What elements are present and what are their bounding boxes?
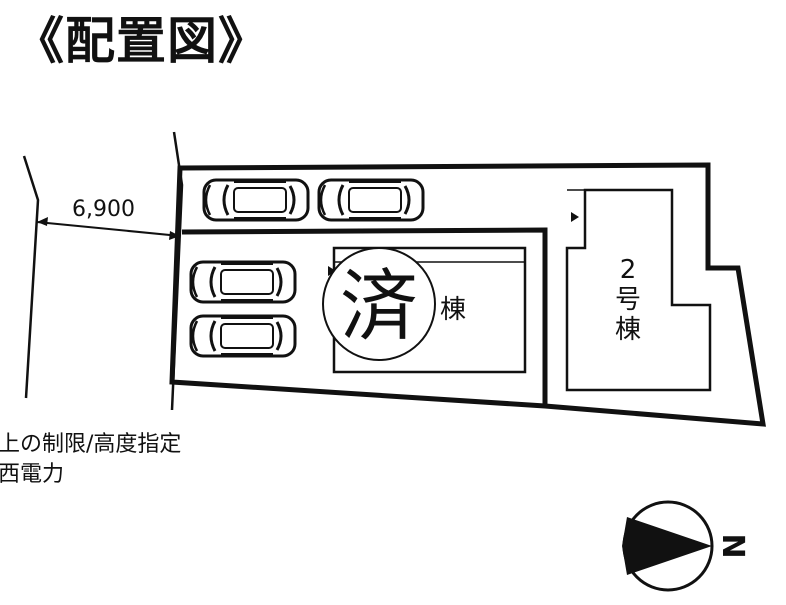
building-1-label: 棟 [440,295,466,325]
sold-stamp-circle [322,247,436,361]
dimension-label: 6,900 [72,197,135,222]
utility-note: 西電力 [0,462,65,487]
car-icon [189,314,297,358]
building-2-label-line-2: 号 [615,285,641,315]
page-title: 《配置図》 [14,12,269,70]
car-icon [189,260,297,304]
road-edge-line [22,155,40,399]
dimension-arrow-right [169,231,180,240]
dimension-line [36,221,181,237]
compass-needle [622,517,712,575]
building-2-footprint [565,188,712,392]
site-boundary [169,162,766,427]
parking-cars [189,178,425,358]
entrance-marker-2 [571,212,579,222]
building-2-label-line-3: 棟 [615,315,641,345]
compass: N [622,500,750,592]
building-2-label-line-1: 2 [620,255,637,285]
sold-stamp-text: 済 [340,262,418,352]
dimension-arrow-left [37,217,48,226]
restriction-note: 上の制限/高度指定 [0,432,182,457]
entrance-marker-1 [328,266,336,276]
lot-1-boundary [181,227,548,406]
car-icon [317,178,425,222]
car-icon [202,178,310,222]
compass-label: N [715,533,750,558]
